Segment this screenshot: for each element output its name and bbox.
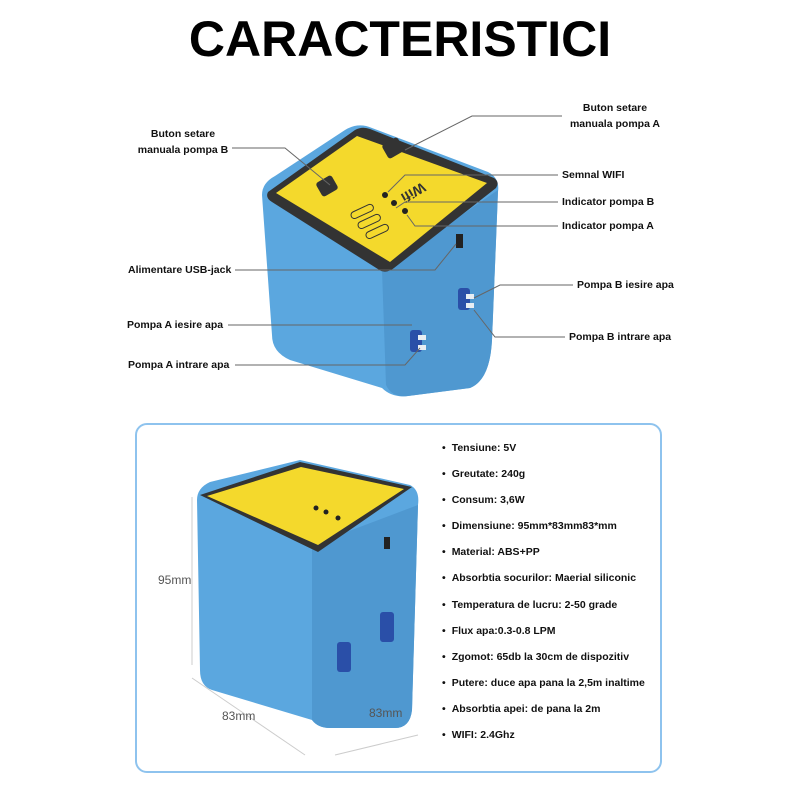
specs-list: Tensiune: 5V Greutate: 240g Consum: 3,6W… [442,440,645,753]
device-top-view: Wifi [262,125,499,397]
spec-item: WIFI: 2.4Ghz [442,727,645,753]
spec-item: Greutate: 240g [442,466,645,492]
callout-line-1: Buton setare [582,102,648,114]
device-diagram: Wifi [228,115,573,397]
callout-pump-a-out: Pompa A iesire apa [127,319,224,331]
callout-button-b: Buton setare manuala pompa B [133,126,233,158]
callout-wifi-signal: Semnal WIFI [562,169,625,181]
usb-jack [456,234,463,248]
page-title: CARACTERISTICI [188,11,612,67]
callout-button-a: Buton setare manuala pompa A [565,100,665,132]
spec-item: Flux apa:0.3-0.8 LPM [442,623,645,649]
spec-item: Putere: duce apa pana la 2,5m inaltime [442,675,645,701]
callout-power: Alimentare USB-jack [128,264,232,276]
spec-item: Absorbtia socurilor: Maerial siliconic [442,570,645,596]
spec-item: Absorbtia apei: de pana la 2m [442,701,645,727]
dimension-depth: 83mm [369,706,403,720]
callout-indicator-a: Indicator pompa A [562,220,654,232]
callout-lines [228,115,573,366]
callout-line-1: Buton setare [150,128,216,140]
dimension-width: 83mm [222,709,256,723]
specs-panel [135,423,662,773]
spec-item: Tensiune: 5V [442,440,645,466]
spec-item: Temperatura de lucru: 2-50 grade [442,597,645,623]
spec-item: Dimensiune: 95mm*83mm83*mm [442,518,645,544]
spec-item: Consum: 3,6W [442,492,645,518]
callout-pump-a-in: Pompa A intrare apa [128,359,230,371]
callout-pump-b-in: Pompa B intrare apa [569,331,672,343]
callout-line-2: manuala pompa B [137,144,229,156]
callout-pump-b-out: Pompa B iesire apa [577,279,674,291]
spec-item: Material: ABS+PP [442,544,645,570]
dimension-height: 95mm [158,573,192,587]
callout-line-2: manuala pompa A [569,118,661,130]
callout-indicator-b: Indicator pompa B [562,196,655,208]
spec-item: Zgomot: 65db la 30cm de dispozitiv [442,649,645,675]
